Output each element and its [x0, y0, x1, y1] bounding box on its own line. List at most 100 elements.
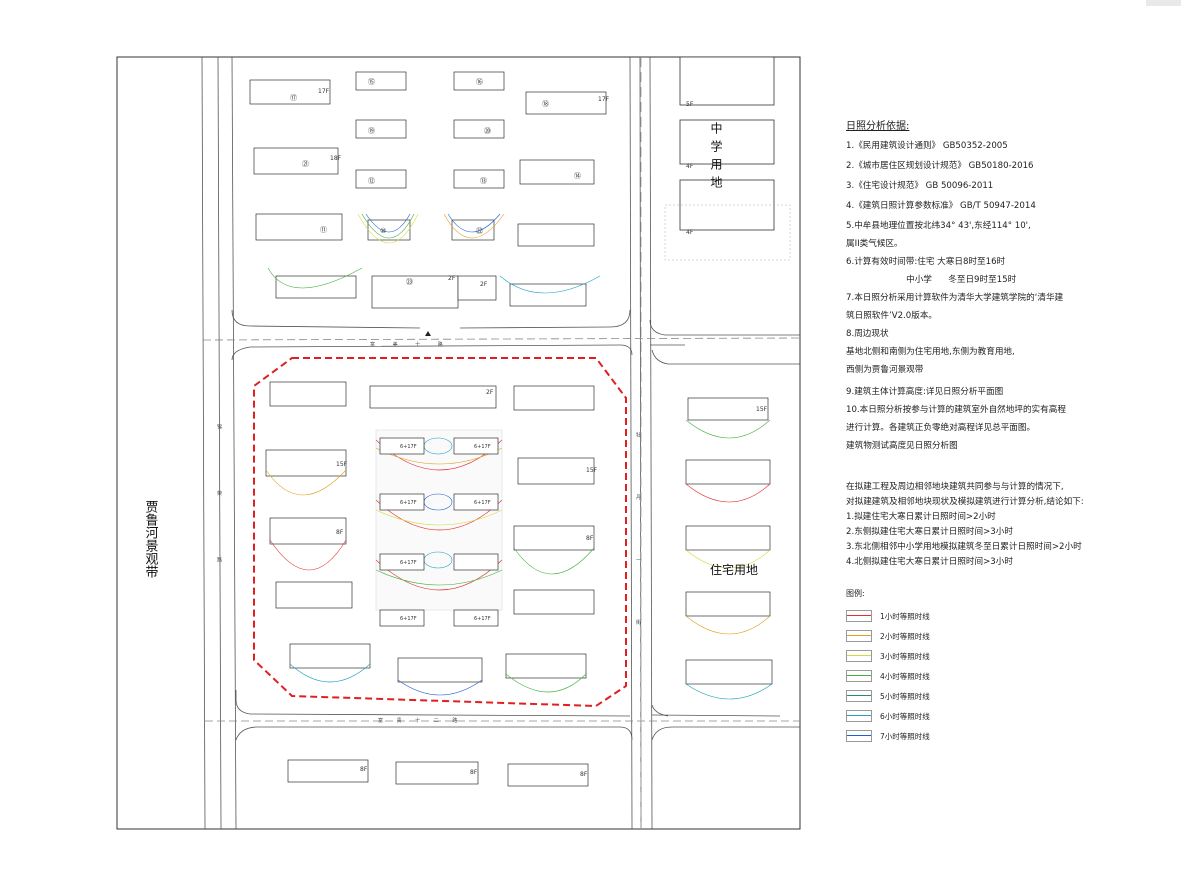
- conclusion-intro: 对拟建建筑及相邻地块现状及模拟建筑进行计算分析,结论如下:: [846, 497, 1084, 507]
- svg-text:富 美 十 路: 富 美 十 路: [370, 341, 451, 348]
- legend-item: 2小时等照时线: [846, 626, 1176, 646]
- floor-label: 4F: [686, 163, 694, 170]
- north-floor-labels: 17F 17F 18F 2F 2F 2F 15F 15F 15F 8F 8F 8…: [318, 88, 768, 778]
- legend-swatch-icon: [846, 730, 872, 742]
- legend-label: 5小时等照时线: [880, 691, 930, 701]
- legend-swatch-icon: [846, 670, 872, 682]
- notes-panel: 日照分析依据: 1.《民用建筑设计通则》 GB50352-2005 2.《城市居…: [846, 120, 1176, 746]
- conclusion-item: 2.东侧拟建住宅大寒日累计日照时间>3小时: [846, 527, 1013, 537]
- road-labels: 富 美 十 路 富 贵 十 二 路 锦 荣 路 牡 丹 一 街: [216, 341, 641, 724]
- road-lines: [201, 56, 801, 830]
- school-building: [679, 56, 775, 106]
- svg-text:㉑: ㉑: [302, 160, 309, 168]
- floor-label: 4F: [686, 229, 694, 236]
- svg-text:6+17F: 6+17F: [474, 500, 491, 506]
- legend-title: 图例:: [846, 589, 865, 598]
- legend-swatch-icon: [846, 610, 872, 622]
- svg-text:⑩: ⑩: [380, 227, 386, 235]
- legend-label: 4小时等照时线: [880, 671, 930, 681]
- tower-buildings: [379, 437, 499, 627]
- corner-tab: [1146, 0, 1181, 6]
- svg-text:2F: 2F: [480, 281, 488, 288]
- svg-text:⑰: ⑰: [290, 94, 297, 102]
- svg-text:6+17F: 6+17F: [474, 444, 491, 450]
- legend-label: 7小时等照时线: [880, 731, 930, 741]
- svg-text:2F: 2F: [448, 275, 456, 282]
- tower-floor-labels: 6+17F 6+17F 6+17F 6+17F 6+17F 6+17F 6+17…: [400, 444, 491, 622]
- central-sunlight-contours: [265, 429, 595, 696]
- legend-item: 7小时等照时线: [846, 726, 1176, 746]
- legend-label: 2小时等照时线: [880, 631, 930, 641]
- svg-text:锦 荣 路: 锦 荣 路: [216, 423, 222, 592]
- building-numbers: ⑮ ⑯ ⑰ ⑱ ⑲ ⑳ ㉑ ⑫ ⑬ ⑭ ⑪ ⑩ ㉒ ㉓: [290, 78, 581, 286]
- plan-frame: [116, 56, 801, 830]
- svg-text:贾鲁河景观带: 贾鲁河景观带: [143, 500, 159, 578]
- svg-text:8F: 8F: [336, 529, 344, 536]
- svg-text:6+17F: 6+17F: [474, 616, 491, 622]
- svg-text:15F: 15F: [586, 467, 598, 474]
- software-line: 7.本日照分析采用计算软件为清华大学建筑学院的‘清华建: [846, 293, 1064, 303]
- measured-line: 建筑物测试高度见日照分析图: [846, 441, 958, 451]
- svg-text:⑯: ⑯: [476, 78, 483, 86]
- svg-text:⑱: ⑱: [542, 100, 549, 108]
- svg-text:⑮: ⑮: [368, 78, 375, 86]
- location-line: 5.中牟县地理位置按北纬34° 43',东经114° 10',: [846, 221, 1031, 231]
- svg-text:㉒: ㉒: [476, 227, 483, 235]
- location-line: 属II类气候区。: [846, 239, 903, 249]
- svg-text:6+17F: 6+17F: [400, 616, 417, 622]
- svg-text:8F: 8F: [360, 766, 368, 773]
- surroundings-line: 基地北侧和南侧为住宅用地,东侧为教育用地,: [846, 347, 1015, 357]
- north-buildings: [249, 71, 607, 309]
- software-line: 筑日照软件’V2.0版本。: [846, 311, 938, 321]
- legend-panel: 图例: 1小时等照时线 2小时等照时线 3小时等照时线 4小时等照时线 5小时等照时线 6…: [846, 587, 1176, 746]
- legend-swatch-icon: [846, 650, 872, 662]
- svg-text:⑭: ⑭: [574, 172, 581, 180]
- school-contour: [664, 204, 791, 261]
- height-line: 9.建筑主体计算高度:详见日照分析平面图: [846, 387, 1004, 397]
- legend-item: 1小时等照时线: [846, 606, 1176, 626]
- svg-text:17F: 17F: [598, 96, 610, 103]
- svg-text:15F: 15F: [756, 406, 768, 413]
- north-sunlight-contours: [267, 213, 601, 294]
- conclusion-panel: 在拟建工程及周边相邻地块建筑共同参与与计算的情况下, 对拟建建筑及相邻地块现状及…: [846, 481, 1176, 569]
- svg-text:富 贵 十 二 路: 富 贵 十 二 路: [378, 717, 463, 724]
- legend-swatch-icon: [846, 710, 872, 722]
- svg-text:⑲: ⑲: [368, 127, 375, 135]
- basis-item: 2.《城市居住区规划设计规范》 GB50180-2016: [846, 161, 1034, 171]
- surroundings-line: 西侧为贾鲁河景观带: [846, 365, 924, 375]
- svg-text:⑳: ⑳: [484, 127, 491, 135]
- legend-item: 3小时等照时线: [846, 646, 1176, 666]
- basis-item: 3.《住宅设计规范》 GB 50096-2011: [846, 181, 994, 191]
- legend-swatch-icon: [846, 690, 872, 702]
- surroundings-line: 8.周边现状: [846, 329, 889, 339]
- terrain-line: 进行计算。各建筑正负零绝对高程详见总平面图。: [846, 423, 1036, 433]
- basis-item: 1.《民用建筑设计通则》 GB50352-2005: [846, 141, 1008, 151]
- conclusion-item: 4.北侧拟建住宅大寒日累计日照时间>3小时: [846, 557, 1013, 567]
- svg-text:⑬: ⑬: [480, 177, 487, 185]
- conclusion-item: 1.拟建住宅大寒日累计日照时间>2小时: [846, 512, 996, 522]
- svg-text:8F: 8F: [586, 535, 594, 542]
- landscape-label: 贾鲁河景观带: [143, 500, 159, 578]
- conclusion-intro: 在拟建工程及周边相邻地块建筑共同参与与计算的情况下,: [846, 482, 1064, 492]
- school-land-label: 中学用地: [709, 121, 723, 194]
- legend-item: 6小时等照时线: [846, 706, 1176, 726]
- svg-text:2F: 2F: [486, 389, 494, 396]
- site-boundary: [253, 357, 627, 708]
- legend-label: 6小时等照时线: [880, 711, 930, 721]
- svg-text:17F: 17F: [318, 88, 330, 95]
- legend-swatch-icon: [846, 630, 872, 642]
- svg-text:中学用地: 中学用地: [709, 121, 723, 194]
- floor-label: 5F: [686, 101, 694, 108]
- svg-text:15F: 15F: [336, 461, 348, 468]
- legend-item: 5小时等照时线: [846, 686, 1176, 706]
- school-building: [679, 119, 775, 165]
- east-buildings: [685, 397, 773, 685]
- legend-item: 4小时等照时线: [846, 666, 1176, 686]
- residential-land-label: 住宅用地: [710, 562, 758, 577]
- svg-text:8F: 8F: [470, 769, 478, 776]
- east-sunlight-contours: [685, 419, 773, 700]
- terrain-line: 10.本日照分析按参与计算的建筑室外自然地坪的实有高程: [846, 405, 1066, 415]
- svg-text:6+17F: 6+17F: [400, 560, 417, 566]
- conclusion-item: 3.东北侧相邻中小学用地模拟建筑冬至日累计日照时间>2小时: [846, 542, 1082, 552]
- svg-text:6+17F: 6+17F: [400, 444, 417, 450]
